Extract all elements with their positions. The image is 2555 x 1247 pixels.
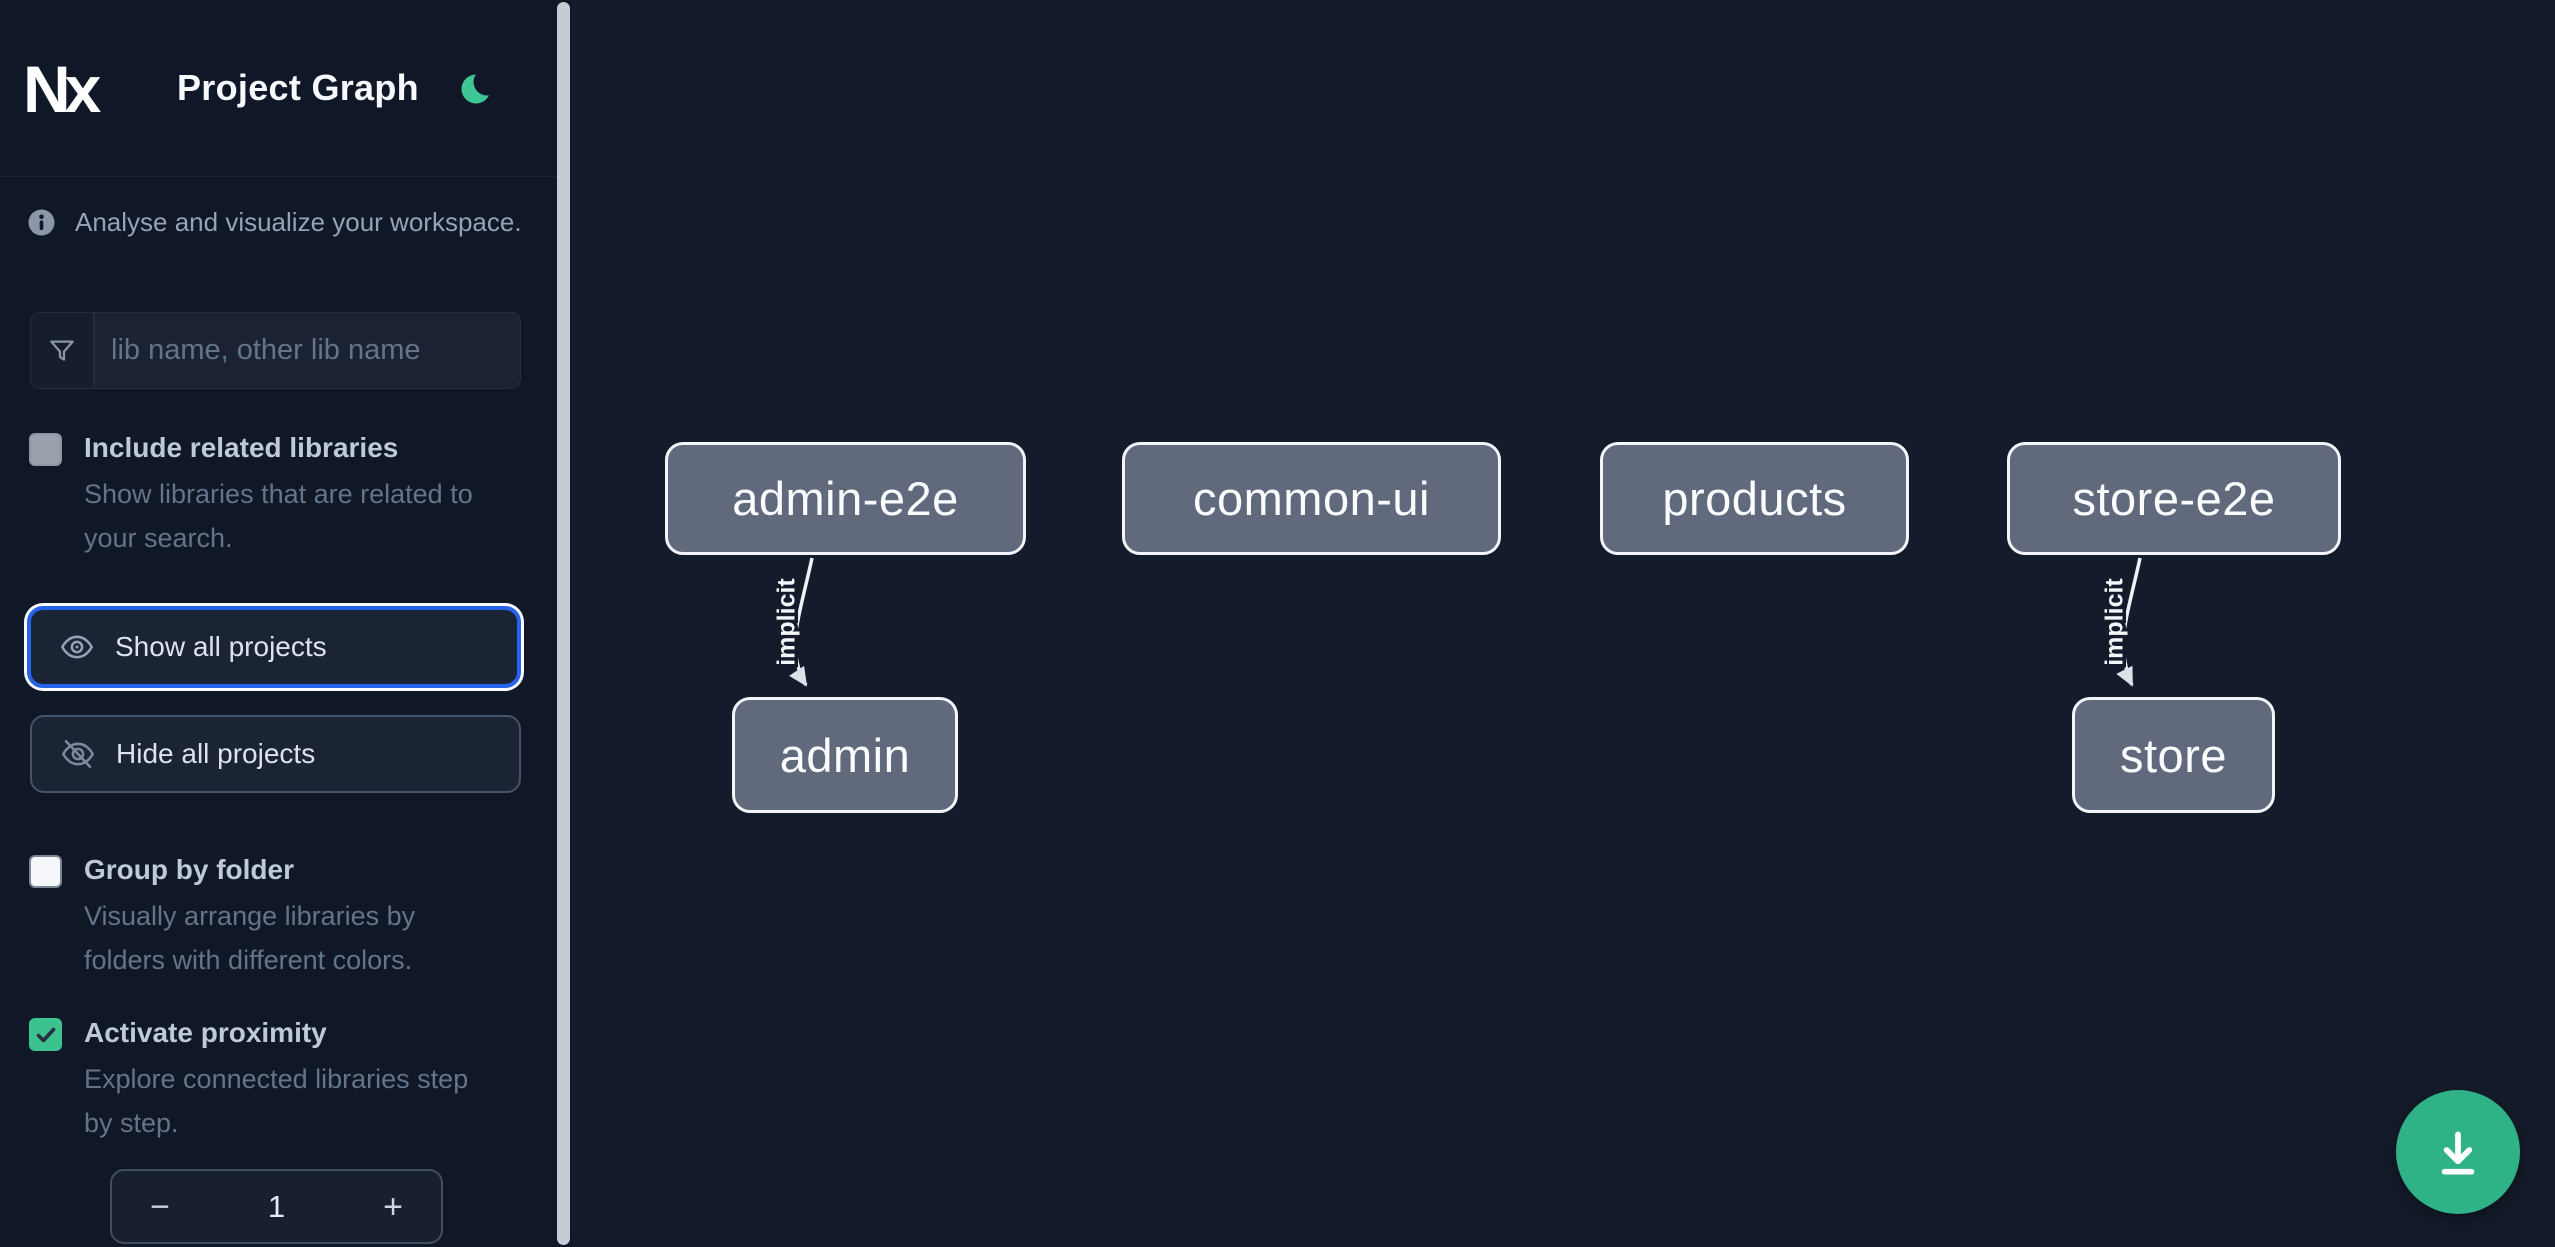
show-all-projects-label: Show all projects [115, 631, 327, 662]
graph-node-products[interactable]: products [1600, 442, 1909, 555]
eye-off-icon [62, 739, 94, 769]
moon-icon [461, 70, 495, 104]
activate-proximity-label[interactable]: Activate proximity [84, 1017, 327, 1048]
proximity-depth-stepper: − 1 + [110, 1169, 443, 1244]
option-activate-proximity: Activate proximity Explore connected lib… [0, 1016, 556, 1145]
sidebar-scrollbar-thumb[interactable] [557, 2, 570, 1245]
edge-label-implicit-admin: implicit [773, 578, 801, 666]
theme-toggle-button[interactable] [461, 70, 495, 106]
intro-text: Analyse and visualize your workspace. [75, 207, 522, 237]
show-all-projects-button[interactable]: Show all projects [27, 606, 521, 688]
proximity-decrement-button[interactable]: − [112, 1171, 208, 1242]
sidebar-header: Nx Project Graph [0, 0, 556, 177]
proximity-increment-button[interactable]: + [345, 1171, 441, 1242]
option-include-related: Include related libraries Show libraries… [0, 431, 556, 560]
group-by-folder-label[interactable]: Group by folder [84, 854, 294, 885]
graph-node-admin-e2e[interactable]: admin-e2e [665, 442, 1026, 555]
download-graph-button[interactable] [2396, 1090, 2520, 1214]
hide-all-projects-button[interactable]: Hide all projects [30, 715, 521, 793]
option-group-by-folder: Group by folder Visually arrange librari… [0, 853, 556, 982]
sidebar-scrollbar [556, 0, 572, 1247]
check-icon [36, 1027, 55, 1042]
nx-logo: Nx [25, 52, 108, 124]
search-box [30, 312, 521, 389]
hide-all-projects-label: Hide all projects [116, 738, 316, 769]
include-related-description: Show libraries that are related to your … [84, 479, 473, 553]
download-icon [2441, 1131, 2475, 1175]
proximity-depth-value: 1 [267, 1188, 286, 1224]
graph-node-store-e2e[interactable]: store-e2e [2007, 442, 2341, 555]
search-input[interactable] [95, 313, 520, 388]
eye-icon [61, 635, 93, 659]
activate-proximity-checkbox[interactable] [29, 1018, 62, 1051]
intro-row: Analyse and visualize your workspace. [28, 207, 556, 238]
filter-icon [50, 340, 74, 361]
group-by-folder-description: Visually arrange libraries by folders wi… [84, 901, 416, 975]
svg-text:Nx: Nx [25, 52, 102, 124]
include-related-checkbox[interactable] [29, 433, 62, 466]
graph-node-store[interactable]: store [2072, 697, 2275, 813]
activate-proximity-description: Explore connected libraries step by step… [84, 1064, 469, 1138]
graph-node-common-ui[interactable]: common-ui [1122, 442, 1501, 555]
info-icon [28, 209, 55, 236]
sidebar: Nx Project Graph Analyse and visualize y… [0, 0, 556, 1247]
edge-admin-e2e-to-admin[interactable] [789, 557, 814, 687]
filter-icon-cell [31, 313, 95, 388]
edge-label-implicit-store: implicit [2101, 578, 2129, 666]
group-by-folder-checkbox[interactable] [29, 855, 62, 888]
include-related-label[interactable]: Include related libraries [84, 432, 399, 463]
edge-store-e2e-to-store[interactable] [2116, 557, 2142, 687]
page-title: Project Graph [177, 67, 419, 108]
graph-node-admin[interactable]: admin [732, 697, 958, 813]
